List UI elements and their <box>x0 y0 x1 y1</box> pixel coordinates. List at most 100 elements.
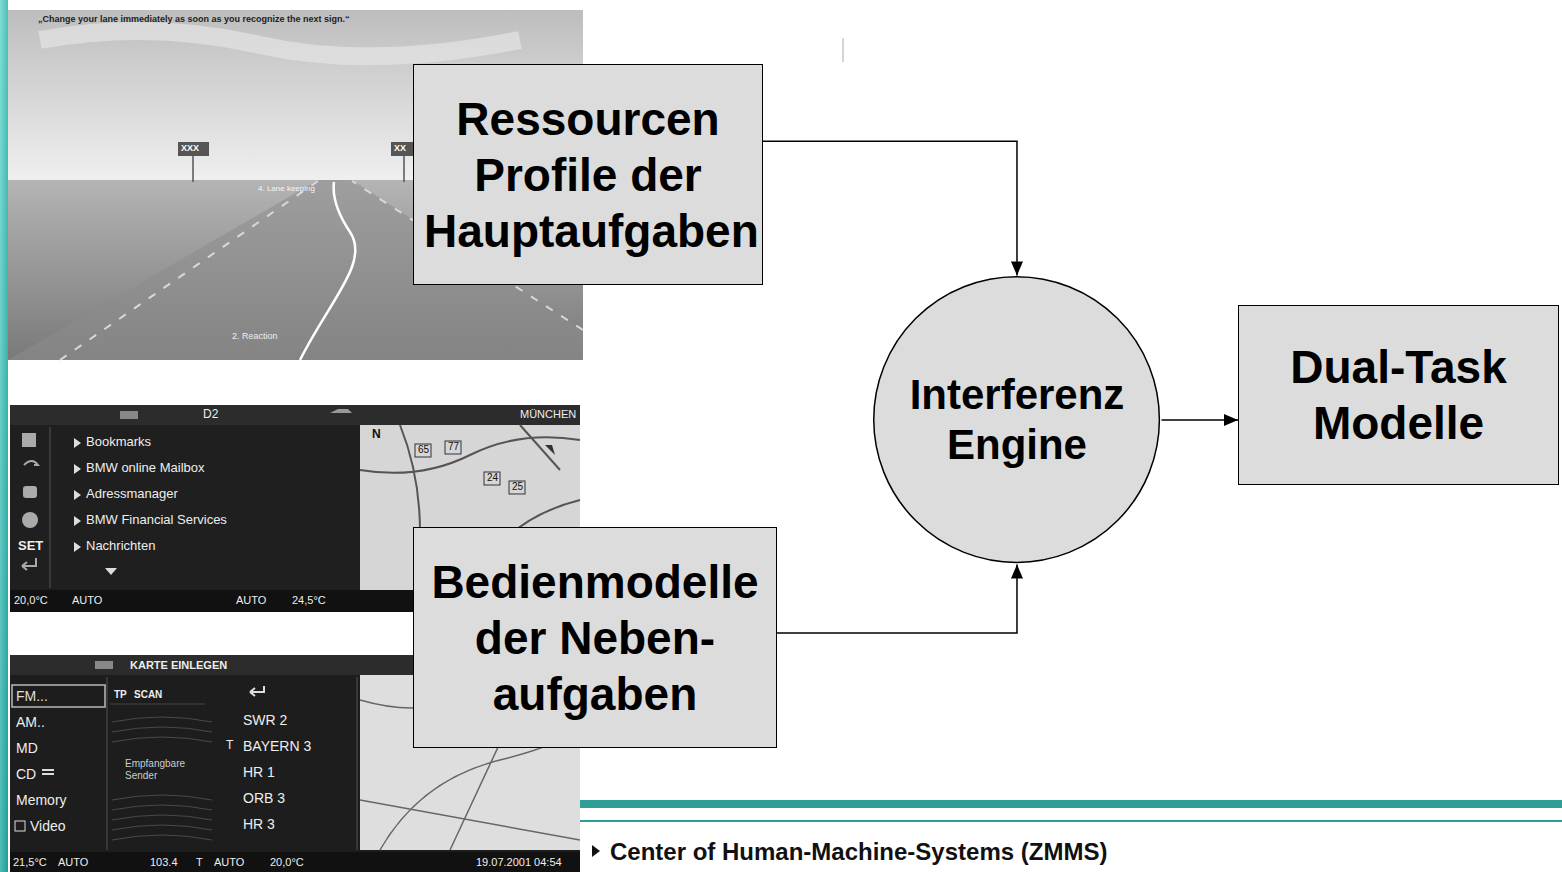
node-text: Dual-Task Modelle <box>1239 339 1558 451</box>
screen-topbar <box>10 405 580 425</box>
screen-label: SWR 2 <box>243 712 287 728</box>
lane-marking <box>60 181 318 360</box>
video-icon <box>15 821 25 831</box>
icon-column-line <box>50 427 51 588</box>
screen-label: T <box>226 739 233 753</box>
menu-icon <box>22 433 36 447</box>
screen-label: TP <box>114 689 127 701</box>
menu-arrow <box>105 568 117 575</box>
connector-arrow <box>763 141 1023 275</box>
screen-label: T <box>196 856 203 869</box>
engine-circle: Interferenz Engine <box>872 275 1161 564</box>
back-icon <box>250 686 264 696</box>
selection-frame <box>12 685 105 707</box>
column-line <box>107 677 108 850</box>
menu-icon <box>22 558 36 570</box>
screen-label: SCAN <box>134 689 162 701</box>
screen-label: 65 <box>418 444 429 456</box>
driving-path <box>300 182 355 360</box>
screen-statusbar <box>10 852 580 872</box>
screen-label: Video <box>30 818 66 834</box>
screen-label: Adressmanager <box>86 487 178 502</box>
screen-label: XXX <box>181 143 199 153</box>
sign-pole <box>403 156 405 182</box>
screen-label: SET <box>18 539 43 554</box>
screen-label: Memory <box>16 792 67 808</box>
screen-label: FM... <box>16 688 48 704</box>
screen-label: 20,0°C <box>270 856 304 869</box>
screen-label: 21,5°C <box>13 856 47 869</box>
menu-arrow <box>74 490 81 500</box>
screen-label: 20,0°C <box>14 594 48 607</box>
screen-label: AUTO <box>72 594 102 607</box>
node-text: Bedienmodelle der Neben- aufgaben <box>414 554 776 722</box>
screen-label: Nachrichten <box>86 539 155 554</box>
screen-label: AUTO <box>236 594 266 607</box>
arrow-head <box>1224 414 1238 426</box>
screen-label: 77 <box>448 441 459 453</box>
side-strip <box>0 0 8 872</box>
car-icon <box>330 409 352 413</box>
screen-label: MD <box>16 740 38 756</box>
cd-icon <box>42 773 54 775</box>
process-box: Bedienmodelle der Neben- aufgaben <box>413 527 777 748</box>
screen-label: BMW online Mailbox <box>86 461 205 476</box>
sign-pole <box>192 156 194 182</box>
menu-arrow <box>74 516 81 526</box>
connector-line <box>777 565 1017 634</box>
arrow-head <box>1011 261 1023 275</box>
screen-label: 25 <box>512 481 523 493</box>
process-box: Dual-Task Modelle <box>1238 305 1559 485</box>
menu-arrow <box>74 464 81 474</box>
road-sign <box>391 142 413 156</box>
road-sign <box>178 142 209 156</box>
node-text: Interferenz Engine <box>872 370 1161 470</box>
screen-label: ORB 3 <box>243 790 285 806</box>
map-shield <box>484 472 500 485</box>
circle-shape <box>874 277 1160 563</box>
screen-label: HR 1 <box>243 764 275 780</box>
screen-label: 19.07.2001 04:54 <box>476 856 562 869</box>
footer-text: Center of Human-Machine-Systems (ZMMS) <box>610 838 1107 866</box>
signal-icon <box>120 411 138 419</box>
signal-icon <box>95 661 113 669</box>
screen-label: BAYERN 3 <box>243 738 311 754</box>
screen-label: N <box>372 428 381 442</box>
circle-outline <box>872 275 1161 564</box>
connector-line <box>763 141 1017 275</box>
screen-label: Bookmarks <box>86 435 151 450</box>
menu-arrow <box>74 438 81 448</box>
connector-arrow <box>1162 414 1238 426</box>
screen-label: D2 <box>203 408 218 422</box>
column-line <box>110 704 205 705</box>
screen-label: HR 3 <box>243 816 275 832</box>
screen-label: BMW Financial Services <box>86 513 227 528</box>
map-direction <box>545 445 555 455</box>
screen-label: XX <box>394 143 406 153</box>
screen-label: Empfangbare Sender <box>125 758 197 781</box>
menu-icon <box>22 512 38 528</box>
screen-label: CD <box>16 766 36 782</box>
column-line <box>357 677 358 850</box>
cloud <box>40 31 520 56</box>
menu-icon <box>23 486 37 498</box>
process-box: Ressourcen Profile der Hauptaufgaben <box>413 64 763 285</box>
map-shield <box>509 481 525 494</box>
separator-line <box>843 38 844 62</box>
node-text: Ressourcen Profile der Hauptaufgaben <box>414 91 762 259</box>
footer-band <box>580 800 1562 808</box>
footer-bullet <box>592 845 600 857</box>
footer-line <box>580 820 1562 822</box>
screen-label: KARTE EINLEGEN <box>130 659 227 672</box>
screen-label: 2. Reaction <box>232 331 278 341</box>
connector-arrow <box>777 565 1023 634</box>
arrow-head <box>1011 565 1023 579</box>
reception-waves <box>112 717 212 840</box>
screen-label: AUTO <box>214 856 244 869</box>
screen-label: MÜNCHEN <box>520 408 576 421</box>
cd-icon <box>42 769 54 771</box>
menu-arrow <box>74 542 81 552</box>
map-shield <box>415 444 431 457</box>
screen-label: 24 <box>487 472 498 484</box>
